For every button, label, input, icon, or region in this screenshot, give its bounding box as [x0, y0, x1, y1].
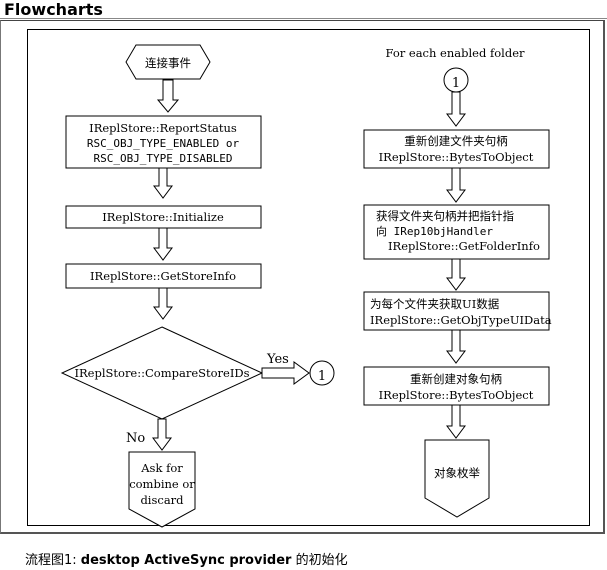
arrow-box2-to-box3: [446, 258, 466, 291]
caption-prefix: 流程图1:: [25, 553, 81, 568]
get-store-info-box: [65, 263, 262, 289]
report-status-line-2: RSC_OBJ_TYPE_ENABLED or: [87, 137, 240, 150]
box1-line-1: 重新创建文件夹句柄: [404, 134, 508, 148]
ask-node-shape: [128, 451, 196, 528]
figure-frame: [0, 20, 605, 534]
ask-line-3: discard: [140, 493, 184, 507]
diagram-border: [27, 29, 590, 526]
connector-1-left: [309, 360, 335, 386]
compare-decision-label: IReplStore::CompareStoreIDs: [74, 366, 249, 380]
arrow-box3-to-box4: [446, 329, 466, 364]
arrow-getstoreinfo-to-compare: [153, 287, 173, 320]
ask-line-2: combine or: [129, 477, 195, 491]
box3-line-1: 为每个文件夹获取UI数据: [370, 297, 500, 311]
recreate-object-handle-box: [363, 366, 550, 406]
caption-bold: desktop ActiveSync provider: [80, 553, 292, 568]
box2-line-2: 向 IRep10bjHandler: [376, 224, 493, 238]
box3-line-2: IReplStore::GetObjTypeUIData: [370, 313, 552, 327]
report-status-box: [65, 115, 262, 169]
start-node-label: 连接事件: [145, 56, 191, 70]
figure-caption: 流程图1: desktop ActiveSync provider 的初始化: [25, 549, 348, 568]
box4-line-2: IReplStore::BytesToObject: [379, 388, 534, 402]
start-node-shape: [125, 44, 211, 80]
title-divider: [0, 18, 607, 19]
report-status-line-3: RSC_OBJ_TYPE_DISABLED: [93, 152, 232, 165]
yes-label: Yes: [266, 352, 289, 367]
connector-1-right-label: 1: [452, 76, 460, 91]
arrow-initialize-to-getstoreinfo: [153, 227, 173, 261]
end-node-shape: [424, 439, 490, 518]
report-status-line-1: IReplStore::ReportStatus: [89, 121, 237, 135]
arrow-start-to-report: [156, 79, 180, 113]
right-heading: For each enabled folder: [385, 46, 525, 60]
box2-line-1: 获得文件夹句柄并把指针指: [376, 209, 514, 223]
flowchart-diagram: 连接事件 IReplStore::ReportStatus RSC_OBJ_TY…: [60, 44, 552, 528]
arrow-yes: [261, 361, 310, 385]
box1-line-2: IReplStore::BytesToObject: [379, 150, 534, 164]
initialize-label: IReplStore::Initialize: [102, 210, 224, 224]
no-label: No: [126, 431, 145, 446]
box4-line-1: 重新创建对象句柄: [410, 372, 502, 386]
arrow-no: [152, 418, 172, 451]
end-node-label: 对象枚举: [434, 466, 480, 480]
arrow-report-to-initialize: [153, 167, 173, 199]
get-ui-data-box: [363, 291, 550, 331]
arrow-box1-to-box2: [446, 167, 466, 203]
connector-1-left-label: 1: [318, 369, 326, 384]
caption-suffix: 的初始化: [291, 553, 348, 568]
arrow-connector-to-box1: [446, 91, 466, 127]
get-store-info-label: IReplStore::GetStoreInfo: [90, 269, 236, 283]
box2-line-3: IReplStore::GetFolderInfo: [388, 239, 540, 253]
page-title: Flowcharts: [4, 0, 103, 19]
ask-line-1: Ask for: [140, 461, 183, 475]
arrow-box4-to-end: [446, 404, 466, 439]
